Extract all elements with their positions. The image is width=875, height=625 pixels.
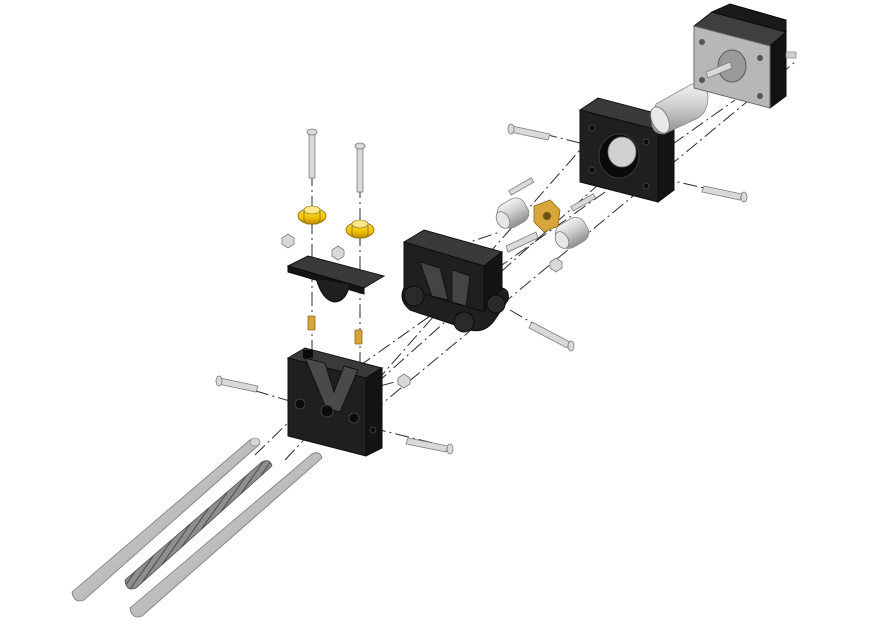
- brass-insert-right: [354, 329, 363, 345]
- clamp-bar: [286, 255, 386, 303]
- v-block-hole: [369, 426, 377, 434]
- bolt-mount-right: [701, 185, 748, 203]
- bolt-vertical-right: [354, 142, 366, 193]
- bolt-v-block-right: [405, 437, 454, 455]
- pivot-block: [401, 229, 509, 333]
- bolt-v-block-left: [215, 375, 259, 393]
- bearing-block-right: [554, 193, 597, 249]
- mount-hole: [588, 124, 596, 132]
- thumb-knob-right: [345, 219, 375, 239]
- v-block-hole: [348, 412, 360, 424]
- hex-nut: [397, 373, 411, 389]
- threaded-rod: [124, 460, 273, 590]
- thumb-knob-left: [297, 205, 327, 225]
- axis-line: [409, 231, 501, 263]
- stepper-motor: [692, 3, 797, 109]
- shaft-coupler: [650, 83, 709, 135]
- mount-hole: [588, 166, 596, 174]
- axis-line: [359, 149, 581, 401]
- mount-hole: [642, 138, 650, 146]
- v-block-hole: [294, 398, 306, 410]
- hex-nut: [331, 245, 345, 261]
- hex-nuts: [281, 233, 563, 389]
- bolt-pivot: [528, 321, 575, 352]
- bearing-block-left: [495, 177, 535, 229]
- hex-nut: [281, 233, 295, 249]
- mount-hole: [642, 182, 650, 190]
- v-block: [286, 347, 384, 457]
- bolt-bearing: [505, 231, 539, 253]
- brass-insert-left: [307, 315, 316, 331]
- smooth-rod-left: [71, 437, 261, 602]
- v-block-hole: [320, 404, 334, 418]
- bolt-vertical-left: [306, 128, 318, 179]
- hex-nut: [549, 257, 563, 273]
- smooth-rod-right: [129, 452, 323, 618]
- axis-line: [371, 427, 446, 447]
- bolt-mount-left: [507, 123, 551, 141]
- brass-nut: [533, 199, 561, 233]
